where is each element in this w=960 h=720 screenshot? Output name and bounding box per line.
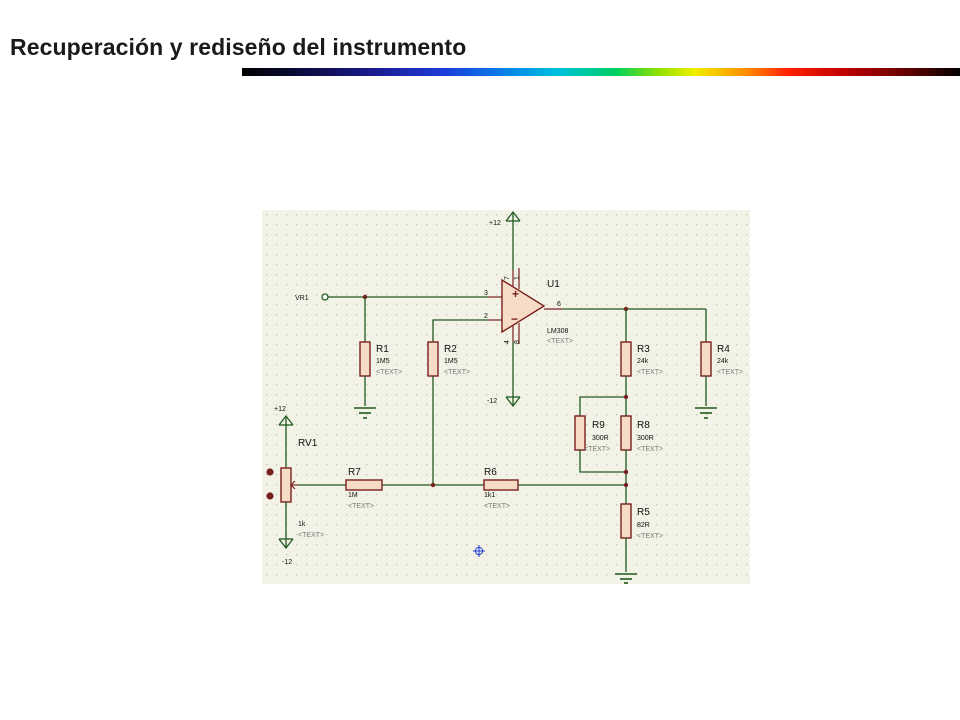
r6-ref: R6 (484, 467, 497, 478)
r7-placeholder: <TEXT> (348, 503, 374, 510)
r5-value: 82R (637, 522, 650, 529)
opamp-pin4-number: 4 (504, 340, 511, 344)
r9-value: 300R (592, 435, 609, 442)
r6-placeholder: <TEXT> (484, 503, 510, 510)
opamp-triangle (501, 278, 546, 334)
r7-ref: R7 (348, 467, 361, 478)
rv1-value: 1k (298, 521, 306, 528)
r1-placeholder: <TEXT> (376, 369, 402, 376)
junction-r2-bottom (430, 482, 436, 488)
r8-value: 300R (637, 435, 654, 442)
pot-adjust-dot-bottom (266, 492, 274, 500)
r4-placeholder: <TEXT> (717, 369, 743, 376)
r4-ref: R4 (717, 344, 730, 355)
opamp-pin8-number: 8 (514, 340, 521, 344)
resistor-r3: R3 24k <TEXT> (620, 309, 663, 422)
wire-pin2-to-r2 (432, 319, 488, 342)
junction-r9-top (623, 394, 629, 400)
opamp-negative-supply: -12 (487, 342, 521, 408)
r2-value: 1M5 (444, 358, 458, 365)
r1-ref: R1 (376, 344, 389, 355)
opamp-pin3-number: 3 (484, 290, 488, 297)
ground-r5 (615, 573, 637, 584)
circuit-schematic: + − 3 2 6 7 1 4 8 U1 LM308 <TEXT> +12 -1… (262, 210, 750, 584)
r3-ref: R3 (637, 344, 650, 355)
opamp-positive-supply: +12 (489, 210, 521, 270)
opamp-pin6-number: 6 (557, 301, 561, 308)
rv1-ref: RV1 (298, 438, 318, 449)
r5-placeholder: <TEXT> (637, 533, 663, 540)
r2-ref: R2 (444, 344, 457, 355)
pot-negative-supply-label: -12 (282, 559, 292, 566)
slide-title: Recuperación y rediseño del instrumento (10, 34, 467, 60)
r8-placeholder: <TEXT> (637, 446, 663, 453)
resistor-r1: R1 1M5 <TEXT> (359, 297, 402, 406)
origin-crosshair-icon (473, 545, 485, 557)
opamp-plus-sign: + (512, 287, 519, 301)
resistor-r8: R8 300R <TEXT> (620, 415, 663, 504)
r6-value: 1k1 (484, 492, 495, 499)
resistor-r5: R5 82R <TEXT> (620, 503, 663, 572)
opamp-pin1-number: 1 (514, 276, 521, 280)
opamp-minus-sign: − (511, 312, 518, 326)
r8-ref: R8 (637, 420, 650, 431)
r5-ref: R5 (637, 507, 650, 518)
junction-r5-top (623, 482, 629, 488)
resistor-r9: R9 300R <TEXT> (574, 415, 626, 473)
pot-positive-supply-label: +12 (274, 406, 286, 413)
pot-adjust-dot-top (266, 468, 274, 476)
wire-r9-top (579, 396, 626, 416)
r3-placeholder: <TEXT> (637, 369, 663, 376)
resistor-r2: R2 1M5 <TEXT> (427, 341, 470, 485)
ground-r4 (695, 407, 717, 419)
r3-value: 24k (637, 358, 649, 365)
opamp-pin2-number: 2 (484, 313, 488, 320)
opamp-u1: + − 3 2 6 7 1 4 8 U1 LM308 <TEXT> (484, 268, 573, 345)
r7-value: 1M (348, 492, 358, 499)
r9-placeholder: <TEXT> (584, 446, 610, 453)
opamp-positive-supply-label: +12 (489, 220, 501, 227)
r2-placeholder: <TEXT> (444, 369, 470, 376)
rv1-placeholder: <TEXT> (298, 532, 324, 539)
potentiometer-rv1: +12 -12 RV1 1k <TEXT> (266, 406, 324, 566)
opamp-placeholder: <TEXT> (547, 338, 573, 345)
opamp-pin7-number: 7 (504, 276, 511, 280)
opamp-ref: U1 (547, 279, 560, 290)
opamp-negative-supply-label: -12 (487, 398, 497, 405)
r9-ref: R9 (592, 420, 605, 431)
title-gradient-bar (242, 68, 960, 76)
r1-value: 1M5 (376, 358, 390, 365)
input-terminal-label: VR1 (295, 295, 309, 302)
resistor-r4: R4 24k <TEXT> (700, 309, 743, 406)
opamp-value: LM308 (547, 328, 569, 335)
ground-r1 (354, 407, 376, 419)
junction-r9-bottom (623, 469, 629, 475)
r4-value: 24k (717, 358, 729, 365)
input-terminal-vr1: VR1 (295, 293, 329, 302)
